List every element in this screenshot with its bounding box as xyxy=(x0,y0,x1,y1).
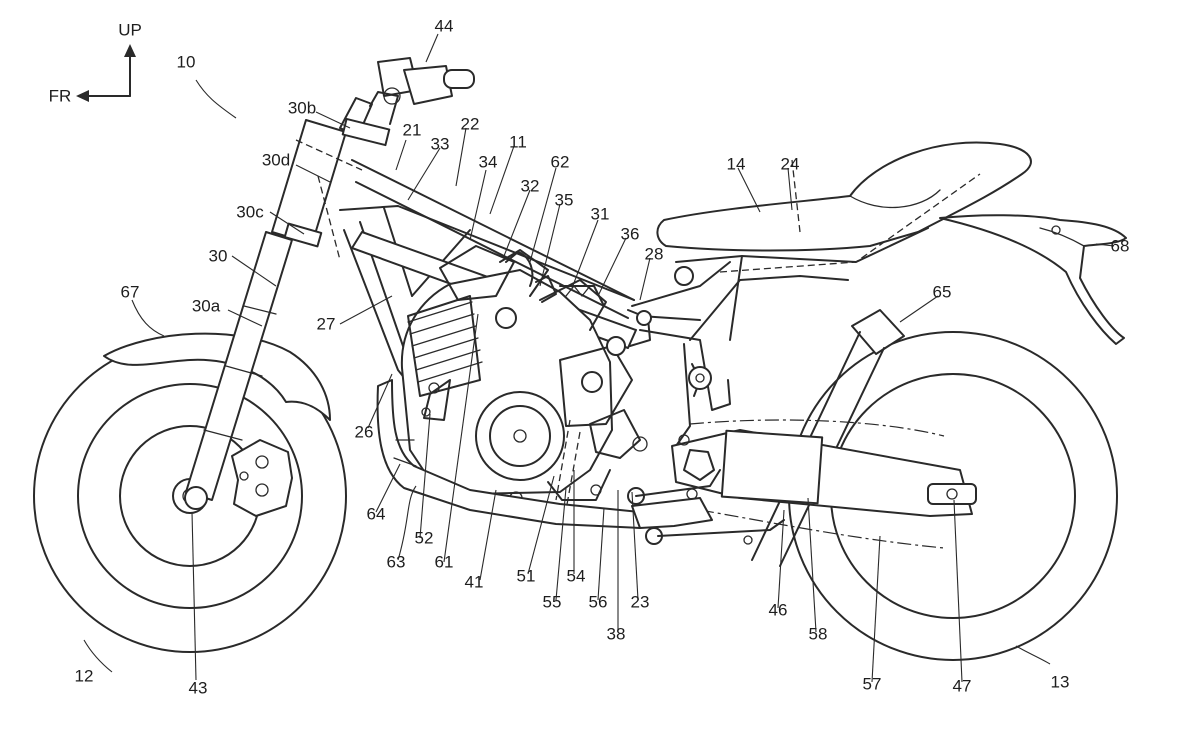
callout-26: 26 xyxy=(354,422,374,442)
handlebar xyxy=(369,57,475,125)
callout-27: 27 xyxy=(316,314,336,334)
callout-32: 32 xyxy=(520,176,540,196)
callout-41: 41 xyxy=(464,572,484,592)
callout-23: 23 xyxy=(630,592,650,612)
callout-67: 67 xyxy=(120,282,140,302)
callout-43: 43 xyxy=(188,678,208,698)
callout-13: 13 xyxy=(1050,672,1070,692)
callout-10: 10 xyxy=(176,52,196,72)
callout-24: 24 xyxy=(780,154,800,174)
front-brake-caliper xyxy=(231,439,293,517)
callout-31: 31 xyxy=(590,204,610,224)
callout-38: 38 xyxy=(606,624,626,644)
front-fender xyxy=(103,332,331,421)
callout-28: 28 xyxy=(644,244,664,264)
callout-51: 51 xyxy=(516,566,536,586)
callout-54: 54 xyxy=(566,566,586,586)
swing-arm xyxy=(671,419,977,549)
callout-14: 14 xyxy=(726,154,746,174)
callout-21: 21 xyxy=(402,120,422,140)
callout-44: 44 xyxy=(434,16,454,36)
front-label: FR xyxy=(48,86,72,106)
callout-12: 12 xyxy=(74,666,94,686)
callout-62: 62 xyxy=(550,152,570,172)
callout-58: 58 xyxy=(808,624,828,644)
callout-33: 33 xyxy=(430,134,450,154)
callout-30b: 30b xyxy=(287,98,317,118)
callout-30c: 30c xyxy=(236,202,264,222)
callout-46: 46 xyxy=(768,600,788,620)
callout-63: 63 xyxy=(386,552,406,572)
callout-68: 68 xyxy=(1110,236,1130,256)
callout-11: 11 xyxy=(509,132,527,152)
callout-30: 30 xyxy=(208,246,228,266)
orientation-arrows xyxy=(76,44,136,102)
callout-55: 55 xyxy=(542,592,562,612)
callout-30d: 30d xyxy=(261,150,291,170)
callout-57: 57 xyxy=(862,674,882,694)
callout-35: 35 xyxy=(554,190,574,210)
callout-22: 22 xyxy=(460,114,480,134)
seat-tail xyxy=(639,141,1127,345)
callout-65: 65 xyxy=(932,282,952,302)
callout-52: 52 xyxy=(414,528,434,548)
leader-lines xyxy=(83,33,1115,683)
callout-34: 34 xyxy=(478,152,498,172)
callout-56: 56 xyxy=(588,592,608,612)
up-label: UP xyxy=(118,20,142,40)
exhaust xyxy=(376,379,641,529)
callout-47: 47 xyxy=(952,676,972,696)
callout-36: 36 xyxy=(620,224,640,244)
callout-64: 64 xyxy=(366,504,386,524)
callout-61: 61 xyxy=(434,552,454,572)
linkage xyxy=(589,309,785,545)
callout-30a: 30a xyxy=(191,296,221,316)
